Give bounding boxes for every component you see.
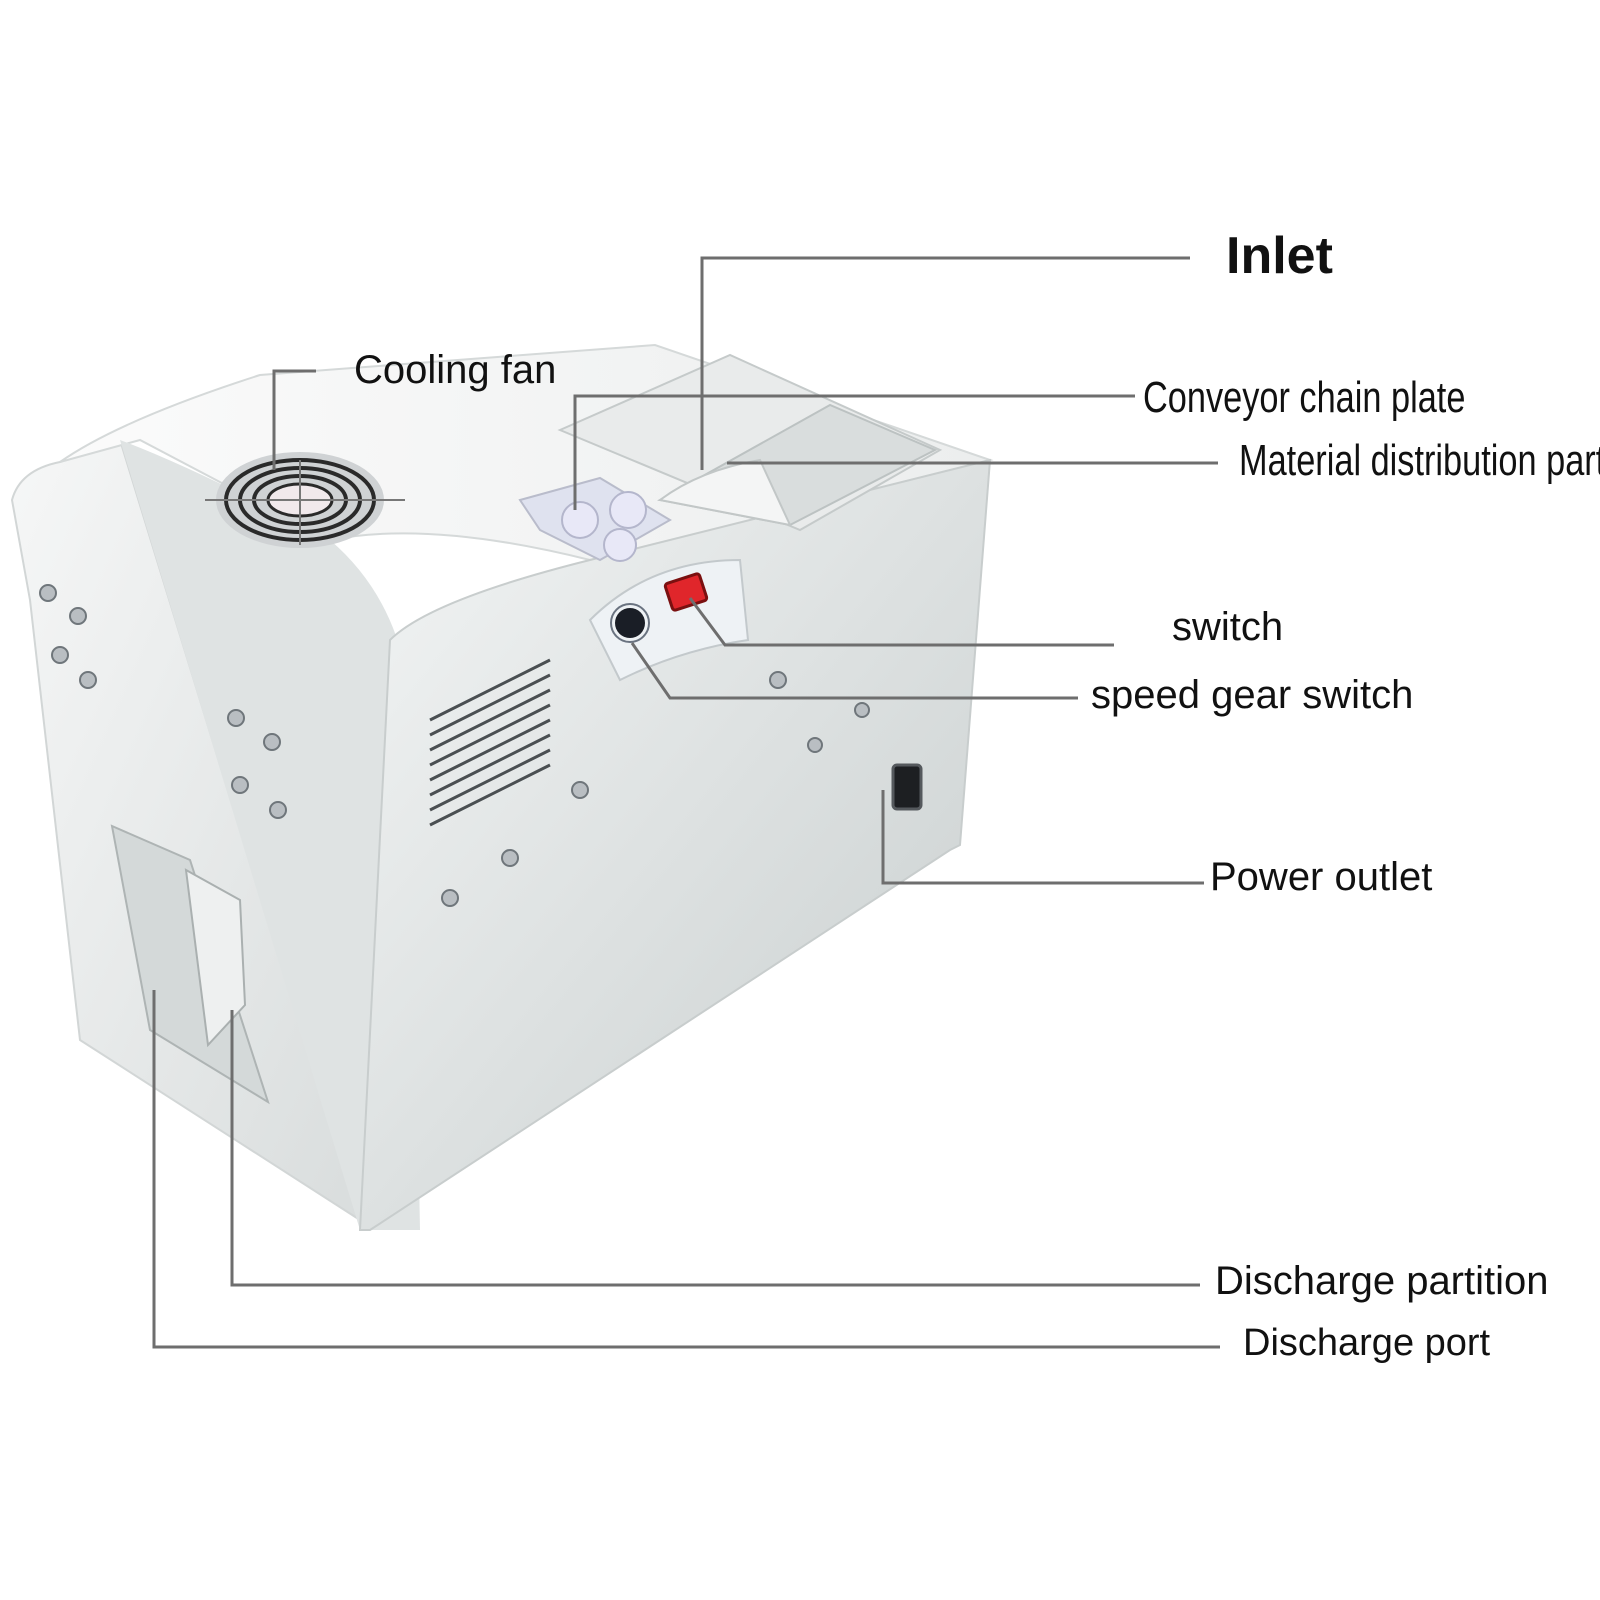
- label-conveyor-chain-plate: Conveyor chain plate: [1143, 373, 1466, 422]
- bolts: [39, 584, 870, 907]
- vent-grille: [429, 658, 551, 827]
- cooling-fan-shape: [205, 452, 405, 548]
- label-material-distribution-partition: Material distribution partition: [1239, 436, 1600, 485]
- control-panel: [588, 558, 750, 682]
- leader-line-inlet: [700, 256, 1190, 470]
- machine-left-face: [10, 438, 362, 1223]
- machine-front-main: [358, 458, 992, 1231]
- discharge-partition-shape: [184, 868, 247, 1048]
- material-distribution-partition-shape: [657, 458, 792, 527]
- machine-front-face: [120, 440, 420, 1230]
- leader-line-power-outlet: [881, 790, 1204, 885]
- label-cooling-fan: Cooling fan: [354, 348, 557, 392]
- leader-line-discharge-partition: [230, 1010, 1200, 1287]
- leader-line-discharge-port: [152, 990, 1220, 1349]
- speed-knob-shape: [615, 608, 645, 638]
- label-inlet: Inlet: [1226, 227, 1333, 285]
- label-discharge-port: Discharge port: [1243, 1322, 1491, 1364]
- leader-line-conveyor-chain-plate: [573, 394, 1135, 510]
- leader-line-speed-gear-switch: [630, 642, 1078, 700]
- label-switch: switch: [1172, 605, 1284, 649]
- label-discharge-partition: Discharge partition: [1215, 1259, 1549, 1303]
- leader-lines: [152, 256, 1220, 1349]
- power-outlet-shape: [891, 763, 923, 811]
- label-speed-gear-switch: speed gear switch: [1091, 673, 1414, 717]
- leader-line-cooling-fan: [272, 369, 316, 470]
- leader-line-switch: [688, 597, 1114, 647]
- label-power-outlet: Power outlet: [1210, 855, 1433, 899]
- discharge-port-shape: [110, 824, 270, 1105]
- switch-shape: [663, 572, 709, 612]
